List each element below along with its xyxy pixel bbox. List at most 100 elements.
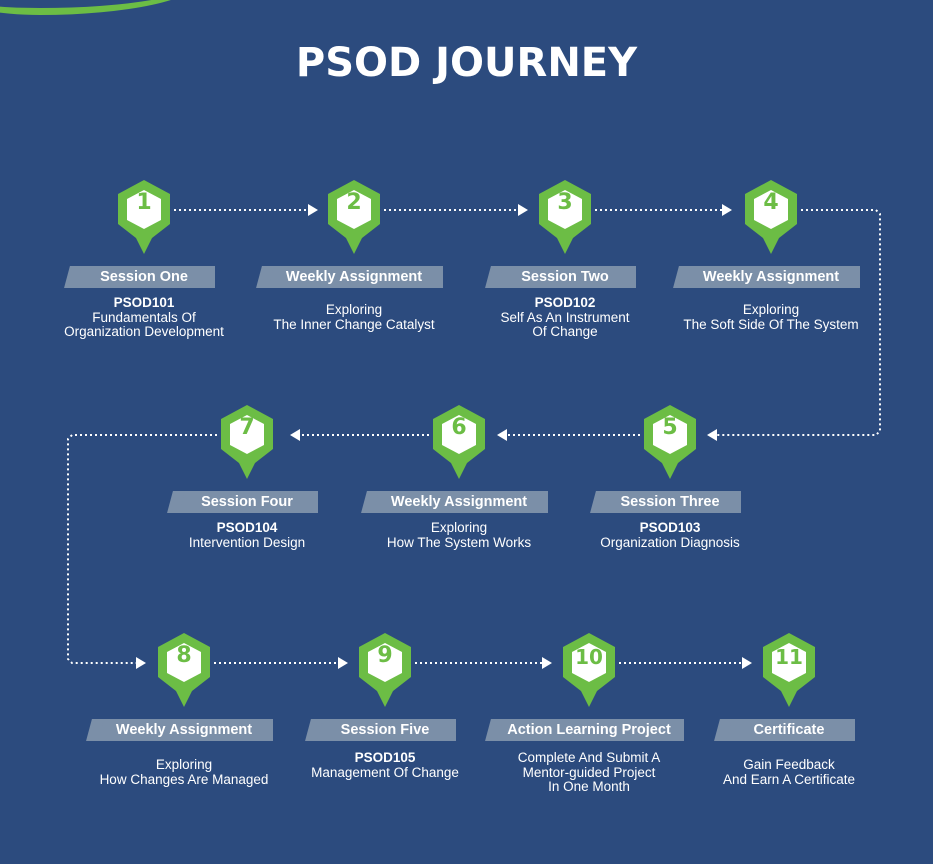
description-line: Mentor-guided Project <box>522 764 656 780</box>
course-code: PSOD104 <box>216 520 278 535</box>
course-code: PSOD102 <box>534 295 596 310</box>
description-line: And Earn A Certificate <box>722 771 856 787</box>
step-tag: Action Learning Project <box>494 719 684 741</box>
hexagon-pin-icon <box>563 633 615 707</box>
step-marker-5: 5 <box>640 403 700 483</box>
step-number: 5 <box>662 415 678 440</box>
step-tag-label: Session One <box>100 269 188 285</box>
description-line: Self As An Instrument <box>500 309 630 325</box>
step-number: 8 <box>176 643 192 668</box>
hexagon-pin-icon <box>644 405 696 479</box>
step-tag-label: Weekly Assignment <box>390 494 528 510</box>
description-line: Exploring <box>155 757 213 772</box>
step-marker-8: 8 <box>154 631 214 711</box>
corner-decoration <box>0 0 200 15</box>
arrow-left-icon <box>290 429 300 441</box>
dotted-connector <box>715 209 881 436</box>
description-line: Exploring <box>325 302 383 317</box>
description-line: In One Month <box>548 779 630 794</box>
dotted-connector <box>67 434 217 664</box>
step-tag: Session Three <box>599 491 741 513</box>
step-number: 1 <box>136 190 152 215</box>
step-tag: Certificate <box>723 719 855 741</box>
step-number: 9 <box>377 643 393 668</box>
hexagon-pin-icon <box>763 633 815 707</box>
course-code: PSOD105 <box>354 750 416 765</box>
description-line: Exploring <box>742 302 800 317</box>
step-marker-9: 9 <box>355 631 415 711</box>
step-number: 4 <box>763 190 779 215</box>
description-line: Organization Diagnosis <box>600 534 740 550</box>
step-number: 2 <box>346 190 362 215</box>
step-number: 3 <box>557 190 573 215</box>
course-code: PSOD103 <box>639 520 701 535</box>
arrow-right-icon <box>742 657 752 669</box>
step-tag: Weekly Assignment <box>682 266 860 288</box>
step-tag: Session Four <box>176 491 318 513</box>
step-tag: Session Five <box>314 719 456 741</box>
step-tag-label: Action Learning Project <box>507 722 671 738</box>
hexagon-pin-icon <box>539 180 591 254</box>
description-line: Exploring <box>430 520 488 535</box>
step-tag: Session One <box>73 266 215 288</box>
step-tag-label: Certificate <box>753 722 825 738</box>
step-tag-label: Weekly Assignment <box>285 269 423 285</box>
course-code: PSOD101 <box>113 295 175 310</box>
step-marker-11: 11 <box>759 631 819 711</box>
description-line: Gain Feedback <box>743 757 835 772</box>
step-tag: Weekly Assignment <box>370 491 548 513</box>
description-line: How The System Works <box>386 534 532 550</box>
step-tag-label: Session Two <box>521 269 609 285</box>
step-tag-label: Session Three <box>620 494 720 510</box>
arrow-right-icon <box>542 657 552 669</box>
step-tag: Weekly Assignment <box>95 719 273 741</box>
arrow-right-icon <box>722 204 732 216</box>
description-line: Organization Development <box>64 324 224 339</box>
step-number: 11 <box>775 645 803 669</box>
arrow-right-icon <box>136 657 146 669</box>
arrow-left-icon <box>707 429 717 441</box>
description-line: Fundamentals Of <box>92 309 196 325</box>
description-line: Complete And Submit A <box>517 750 661 765</box>
step-number: 10 <box>575 645 603 669</box>
hexagon-pin-icon <box>118 180 170 254</box>
description-line: Management Of Change <box>311 764 459 780</box>
hexagon-pin-icon <box>745 180 797 254</box>
step-tag-label: Session Four <box>201 494 293 510</box>
hexagon-pin-icon <box>221 405 273 479</box>
description-line: The Soft Side Of The System <box>683 316 859 332</box>
step-tag-label: Session Five <box>340 722 430 738</box>
step-number: 6 <box>451 415 467 440</box>
arrow-right-icon <box>308 204 318 216</box>
step-marker-4: 4 <box>741 178 801 258</box>
description-line: Of Change <box>532 324 598 339</box>
step-marker-3: 3 <box>535 178 595 258</box>
arrow-right-icon <box>518 204 528 216</box>
description-line: Intervention Design <box>188 534 306 550</box>
arrow-left-icon <box>497 429 507 441</box>
step-marker-2: 2 <box>324 178 384 258</box>
step-marker-6: 6 <box>429 403 489 483</box>
hexagon-pin-icon <box>328 180 380 254</box>
description-line: How Changes Are Managed <box>99 771 269 787</box>
hexagon-pin-icon <box>359 633 411 707</box>
step-tag-label: Weekly Assignment <box>115 722 253 738</box>
step-marker-10: 10 <box>559 631 619 711</box>
page-title: PSOD JOURNEY <box>295 40 638 86</box>
hexagon-pin-icon <box>158 633 210 707</box>
arrow-right-icon <box>338 657 348 669</box>
step-marker-1: 1 <box>114 178 174 258</box>
